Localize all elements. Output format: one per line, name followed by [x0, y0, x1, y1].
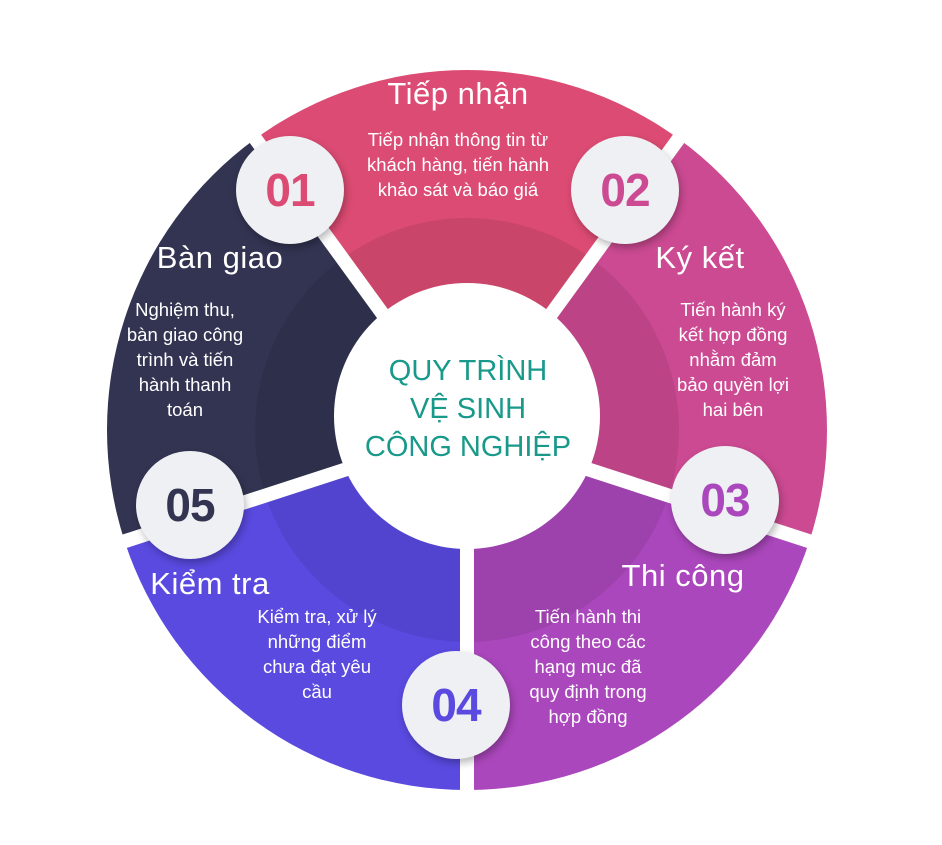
center-title-line: CÔNG NGHIỆP [364, 431, 572, 463]
center-title-line: VỆ SINH [409, 393, 527, 425]
desc-line: bảo quyền lợi [677, 374, 789, 395]
desc-line: hai bên [702, 399, 764, 420]
desc-line: những điểm [267, 631, 367, 652]
step-1-segment [255, 70, 679, 430]
step-2-number-badge: 02 [571, 136, 679, 244]
step-5-desc: Nghiệm thu, bàn giao công trình và tiến … [127, 297, 243, 422]
desc-line: quy định trong [529, 681, 647, 702]
step-5-number-badge: 05 [136, 451, 244, 559]
step-3-desc: Tiến hành thi công theo các hạng mục đã … [529, 604, 646, 729]
step-1-desc: Tiếp nhận thông tin từ khách hàng, tiến … [367, 127, 549, 202]
step-4-number-badge: 04 [402, 651, 510, 759]
desc-line: bàn giao công [126, 324, 244, 345]
desc-line: Tiến hành ký [680, 299, 786, 320]
desc-line: Tiến hành thi [534, 606, 642, 627]
desc-line: hạng mục đã [534, 656, 642, 677]
step-1-title: Tiếp nhận [387, 76, 529, 111]
desc-line: toán [166, 399, 203, 420]
desc-line: khảo sát và báo giá [377, 179, 539, 200]
desc-line: khách hàng, tiến hành [366, 154, 550, 175]
desc-line: hành thanh [138, 374, 232, 395]
desc-line: kết hợp đồng [678, 324, 788, 345]
desc-line: Tiếp nhận thông tin từ [367, 129, 549, 150]
center-circle [334, 283, 600, 549]
step-4-title: Kiểm tra [150, 566, 270, 601]
step-2-desc: Tiến hành ký kết hợp đồng nhằm đảm bảo q… [677, 297, 789, 422]
step-2-title: Ký kết [655, 240, 745, 275]
center-title-line: QUY TRÌNH [388, 355, 548, 387]
desc-line: Nghiệm thu, [135, 299, 235, 320]
desc-line: nhằm đảm [689, 349, 777, 370]
step-3-title: Thi công [621, 558, 745, 593]
step-4-desc: Kiểm tra, xử lý những điểm chưa đạt yêu … [257, 604, 376, 704]
step-5-title: Bàn giao [156, 240, 284, 275]
desc-line: trình và tiến [136, 349, 234, 370]
desc-line: hợp đồng [548, 706, 628, 727]
step-3-number-badge: 03 [671, 446, 779, 554]
desc-line: chưa đạt yêu [262, 656, 372, 677]
desc-line: cầu [302, 681, 332, 702]
desc-line: Kiểm tra, xử lý [257, 606, 377, 627]
desc-line: công theo các [530, 631, 646, 652]
center-title: QUY TRÌNH VỆ SINH CÔNG NGHIỆP [365, 352, 571, 466]
step-1-number-badge: 01 [236, 136, 344, 244]
